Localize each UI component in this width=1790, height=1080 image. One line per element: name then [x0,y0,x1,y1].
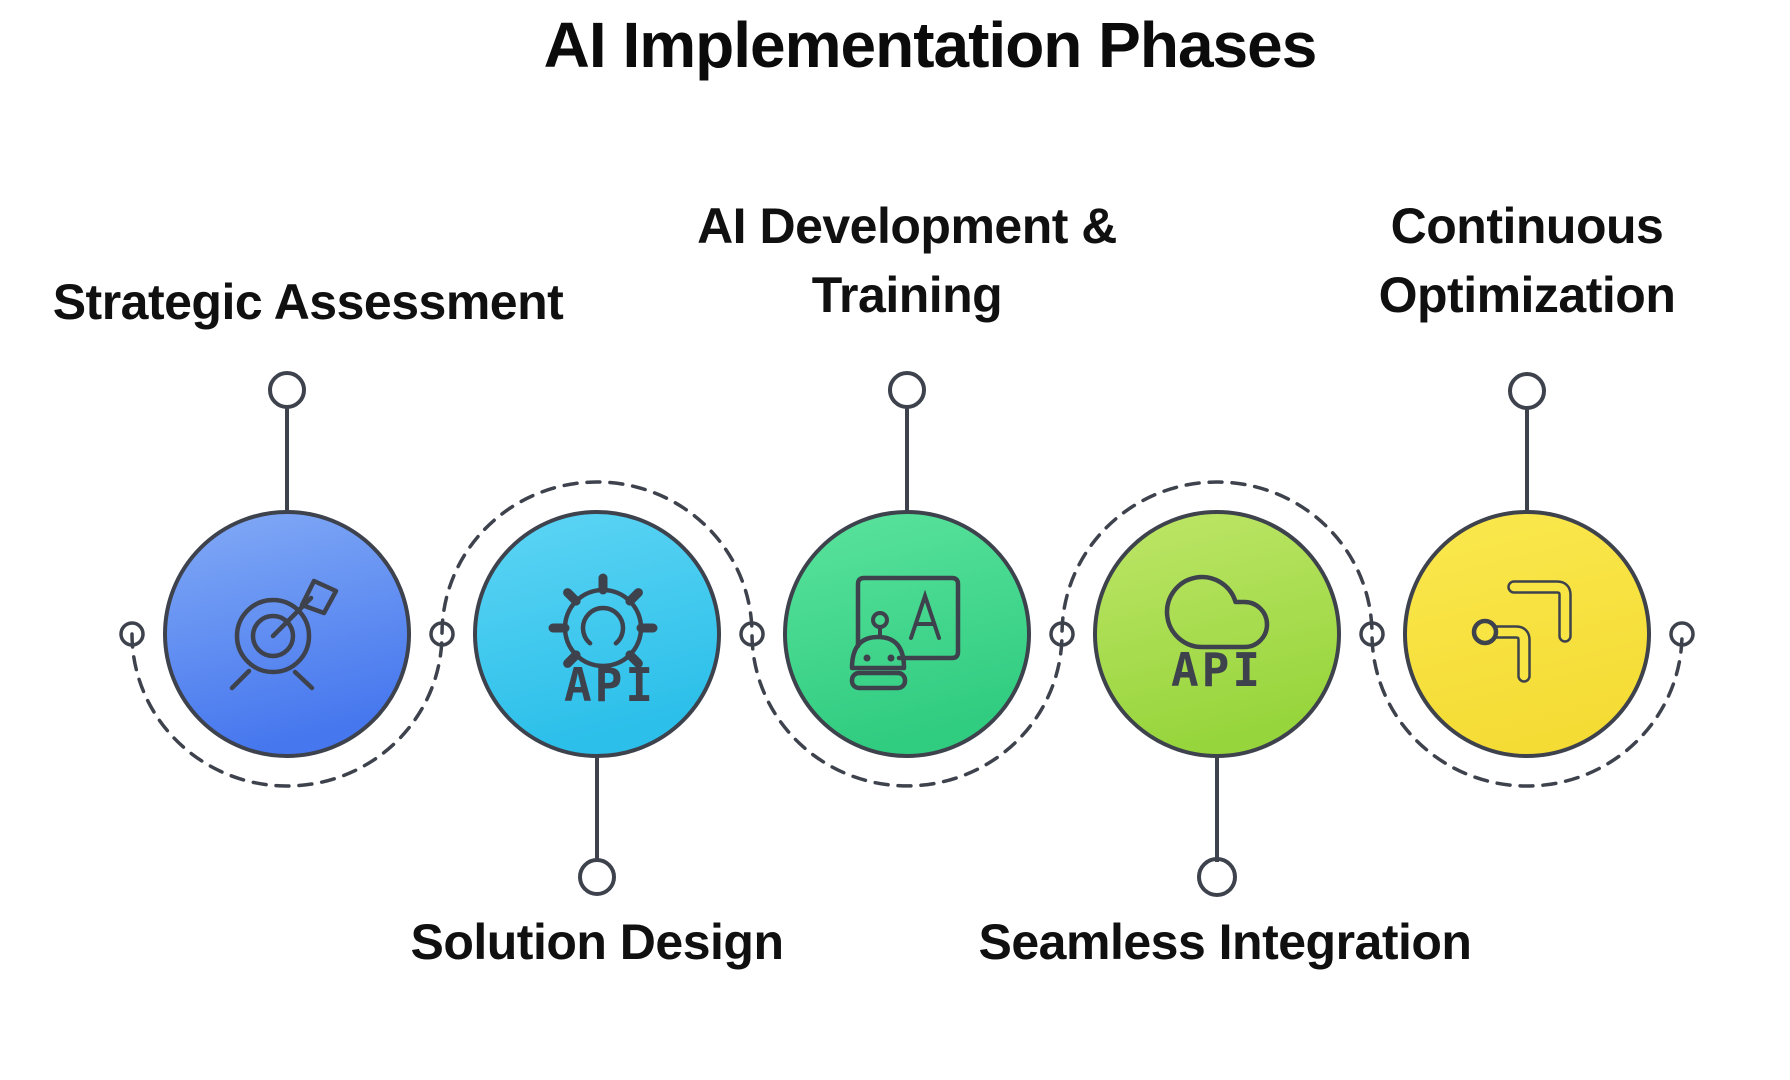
gear-api-text: API [564,658,656,712]
arrow-nub-circle [1471,618,1499,646]
phase-circle-ai-development-training [783,510,1031,758]
cloud-api-text: API [1171,643,1263,697]
label-continuous-optimization: Continuous Optimization [1378,198,1676,323]
screen-letter-a-glyph [909,589,941,640]
optimization-arrows-icon [1471,580,1572,683]
page-title: AI Implementation Phases [543,9,1318,81]
robot-eye [863,654,871,662]
wave-dot-1 [119,621,145,647]
wave-dot-group [119,621,1695,647]
gear-api-icon: API [548,573,658,712]
wave-dot-2 [429,621,455,647]
robot-eye [887,654,895,662]
target-dart-icon [229,578,339,691]
label-ai-development-training: AI Development & Training [697,198,1117,323]
wave-dot-3 [739,621,765,647]
phase-circle-seamless-integration [1093,510,1341,758]
wave-dot-5 [1359,621,1385,647]
stem-group [268,371,1546,897]
screen-robot-icon [849,575,961,691]
label-solution-design: Solution Design [410,914,784,970]
label-seamless-integration: Seamless Integration [978,914,1472,970]
dashed-wave-path [130,480,1684,788]
stem-end-dot [1508,372,1546,410]
cloud-api-icon: API [1164,574,1270,697]
label-strategic-assessment: Strategic Assessment [52,274,564,330]
phase-circle-solution-design [473,510,721,758]
phase-circle-strategic-assessment [163,510,411,758]
stem-end-dot [268,371,306,409]
wave-dot-4 [1049,621,1075,647]
wave-dot-6 [1669,621,1695,647]
stem-end-dot [888,371,926,409]
stem-end-dot [1197,857,1237,897]
gear-teeth [548,573,658,668]
stem-end-dot [578,858,616,896]
